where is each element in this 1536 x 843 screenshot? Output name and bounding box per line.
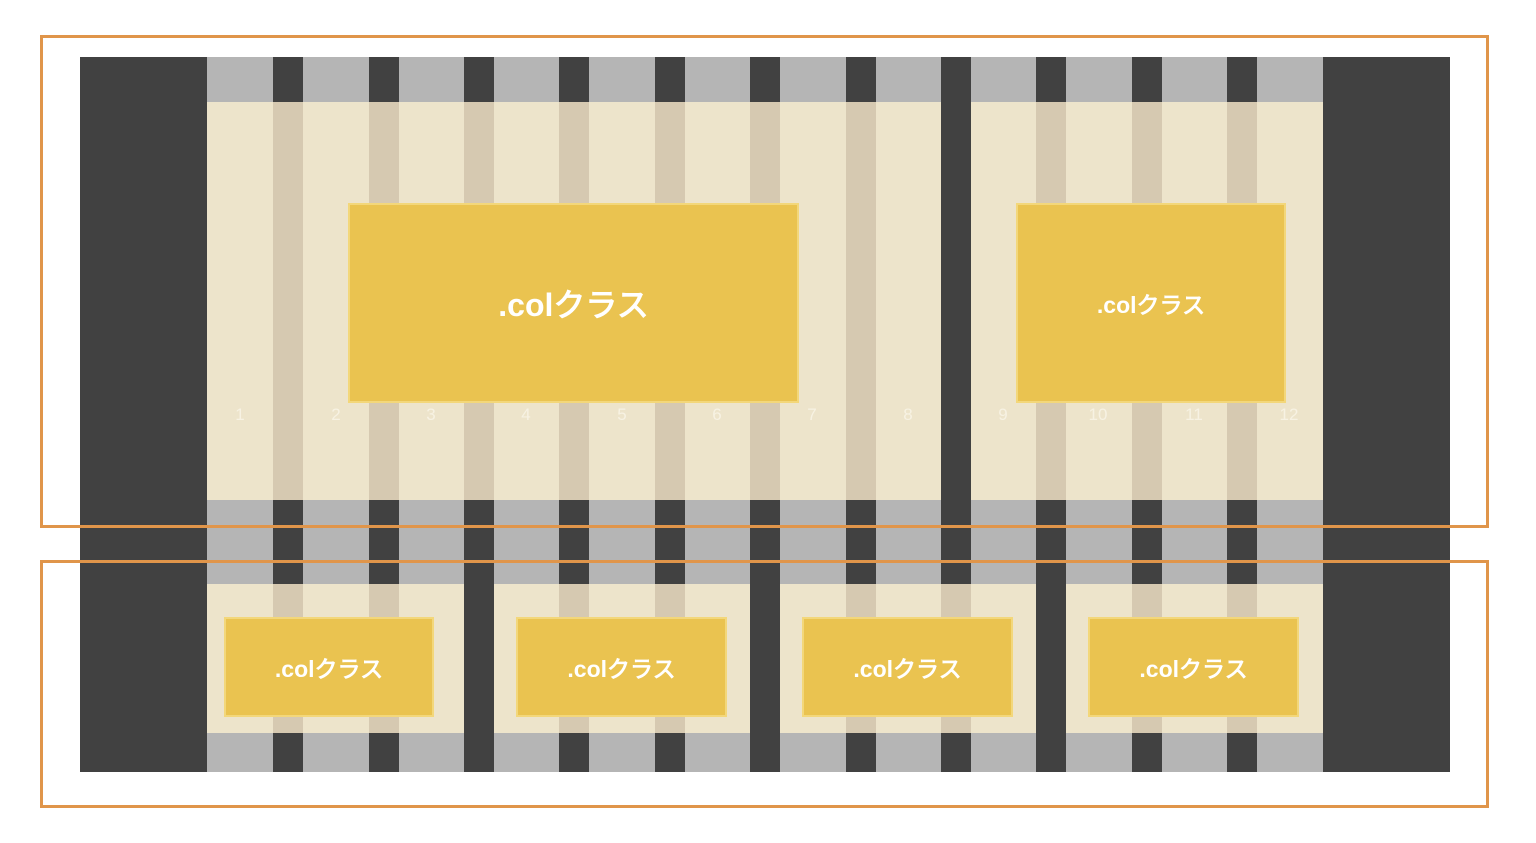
row1-col-box-2: .colクラス [1016,203,1286,403]
row2-outline [40,560,1489,808]
gutter-dark [369,57,399,102]
gutter-dark [464,57,494,102]
gutter-dark [655,500,685,584]
gutter-dark [369,500,399,584]
row1-col-box-1: .colクラス [348,203,799,403]
column-number-6: 6 [712,405,722,424]
column-number-8: 8 [903,405,913,424]
gutter-dark [941,500,971,584]
gutter-dark [655,733,685,772]
gutter-dark [1227,57,1257,102]
col-box-label: .colクラス [853,656,962,682]
column-number-11: 11 [1185,405,1203,424]
gutter [846,102,876,500]
gutter-dark [464,500,494,772]
column-number-12: 12 [1279,405,1299,424]
gutter-dark [655,57,685,102]
col-box-label: .colクラス [1096,292,1206,318]
column-number-4: 4 [521,405,531,424]
col-box-label: .colクラス [1139,656,1248,682]
column-number-9: 9 [998,405,1008,424]
gutter-dark [846,57,876,102]
gutter-dark [750,57,780,102]
gutter-dark [1132,57,1162,102]
gutter-dark [559,733,589,772]
row2-col-box-2: .colクラス [516,617,727,717]
gutter-dark [273,733,303,772]
column-number-7: 7 [807,405,817,424]
gutter-dark [1036,500,1066,772]
row2-col-box-1: .colクラス [224,617,434,717]
column-number-3: 3 [426,405,436,424]
column-number-1: 1 [235,405,245,424]
row2-col-box-3: .colクラス [802,617,1013,717]
gutter-dark [273,57,303,102]
gutter-dark [941,733,971,772]
gutter-dark [559,500,589,584]
gutter-dark [1132,733,1162,772]
col-box-label: .colクラス [567,656,676,682]
gutter-dark [369,733,399,772]
gutter-dark [1036,57,1066,102]
gutter-dark [750,500,780,772]
column-number-5: 5 [617,405,627,424]
row1-outline [40,35,1489,528]
gutter-dark [559,57,589,102]
gutter-dark [273,500,303,584]
row2-col-box-4: .colクラス [1088,617,1299,717]
gutter [273,102,303,500]
gutter-dark [846,500,876,584]
gutter-dark [1227,733,1257,772]
gutter-dark [846,733,876,772]
col-box-label: .colクラス [274,656,384,682]
column-number-2: 2 [331,405,341,424]
gutter-dark [1132,500,1162,584]
gutter-dark [1227,500,1257,584]
gutter-dark [941,57,971,500]
col-box-label: .colクラス [498,287,649,323]
column-number-10: 10 [1088,405,1108,424]
